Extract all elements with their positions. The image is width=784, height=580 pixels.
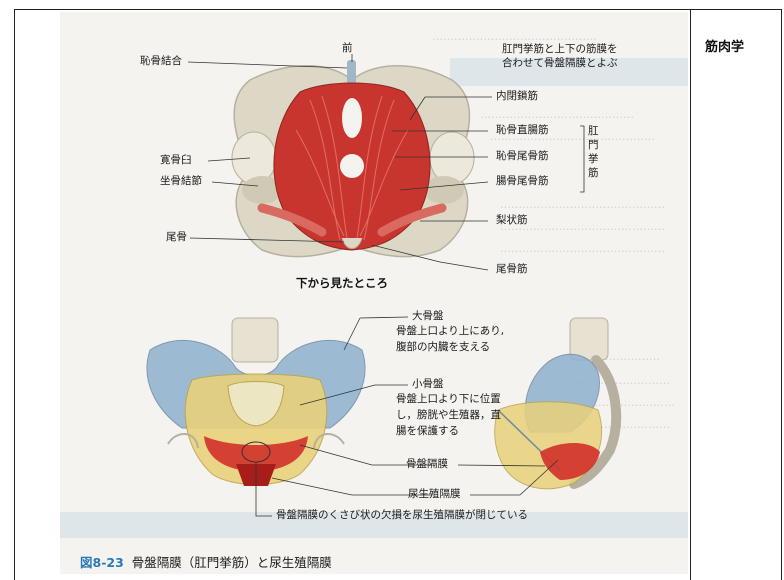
lesser-pelvis-desc-2: し，膀胱や生殖器，直 [396, 409, 501, 421]
label-piriformis: 梨状筋 [496, 214, 528, 226]
faint-heading-band [450, 58, 688, 86]
bottom-note: 骨盤隔膜のくさび状の欠損を尿生殖隔膜が閉じている [276, 509, 528, 521]
label-levator-ani-group: 肛門挙筋 [588, 125, 599, 179]
label-anterior: 前 [342, 42, 353, 54]
pelvic-diaphragm-frontal [204, 436, 308, 472]
lumbar-spine-lateral [569, 317, 609, 361]
note-line-2: 合わせて骨盤隔膜とよぶ [502, 57, 618, 69]
label-coccyx: 尾骨 [166, 231, 187, 243]
piriformis-right [377, 203, 447, 237]
acetabulum-left [231, 131, 277, 185]
figure-caption-text: 骨盤隔膜（肛門挙筋）と尿生殖隔膜 [131, 555, 332, 570]
femoral-heads [167, 433, 345, 449]
sacrum-lateral [569, 355, 622, 489]
inferior-view-illustration [231, 60, 475, 258]
label-pelvic-diaphragm: 骨盤隔膜 [406, 458, 448, 470]
margin-divider [690, 9, 691, 580]
side-heading: 筋肉学 [705, 40, 745, 55]
label-greater-pelvis: 大骨盤 [412, 310, 444, 322]
lesser-pelvis-desc-3: 腸を保護する [396, 425, 459, 437]
anal-hiatus [340, 154, 364, 178]
figure-caption: 図8-23 骨盤隔膜（肛門挙筋）と尿生殖隔膜 [80, 552, 332, 571]
label-puborectalis: 恥骨直腸筋 [496, 124, 549, 136]
label-ischial-tuberosity: 坐骨結節 [160, 175, 202, 187]
label-iliococcygeus: 腸骨尾骨筋 [496, 175, 549, 187]
pubic-symphysis [347, 60, 356, 88]
sacrum [227, 381, 285, 427]
faint-subheading-band [60, 512, 688, 538]
greater-pelvis-desc-1: 骨盤上口より上にあり, [396, 325, 505, 337]
ischial-tuberosity-left [242, 176, 282, 204]
label-acetabulum: 寛骨臼 [160, 154, 192, 166]
label-pubic-symphysis: 恥骨結合 [140, 55, 182, 67]
label-urogenital-diaphragm: 尿生殖隔膜 [408, 488, 461, 500]
urogenital-hiatus [342, 98, 362, 138]
acetabulum-right [429, 131, 475, 185]
frontal-pelvis-illustration [146, 317, 366, 486]
note-line-1: 肛門挙筋と上下の筋膜を [502, 43, 618, 55]
label-pubococcygeus: 恥骨尾骨筋 [496, 150, 549, 162]
lesser-pelvis-desc-1: 骨盤上口より下に位置 [396, 393, 501, 405]
pelvic-diaphragm-lateral [540, 443, 600, 480]
label-obturator-internus: 内閉鎖筋 [496, 90, 538, 102]
lateral-pelvis-illustration [494, 317, 622, 490]
coccyx [341, 237, 363, 249]
label-coccygeus: 尾骨筋 [496, 263, 528, 275]
figure-number: 図8-23 [80, 555, 124, 570]
lumbar-spine [231, 317, 279, 363]
label-lesser-pelvis: 小骨盤 [412, 378, 444, 390]
ischial-tuberosity-right [424, 176, 464, 204]
label-inferior-view: 下から見たところ [296, 276, 388, 290]
piriformis-left [257, 203, 327, 237]
greater-pelvis-desc-2: 腹部の内臓を支える [396, 341, 491, 353]
page-frame [14, 9, 782, 580]
